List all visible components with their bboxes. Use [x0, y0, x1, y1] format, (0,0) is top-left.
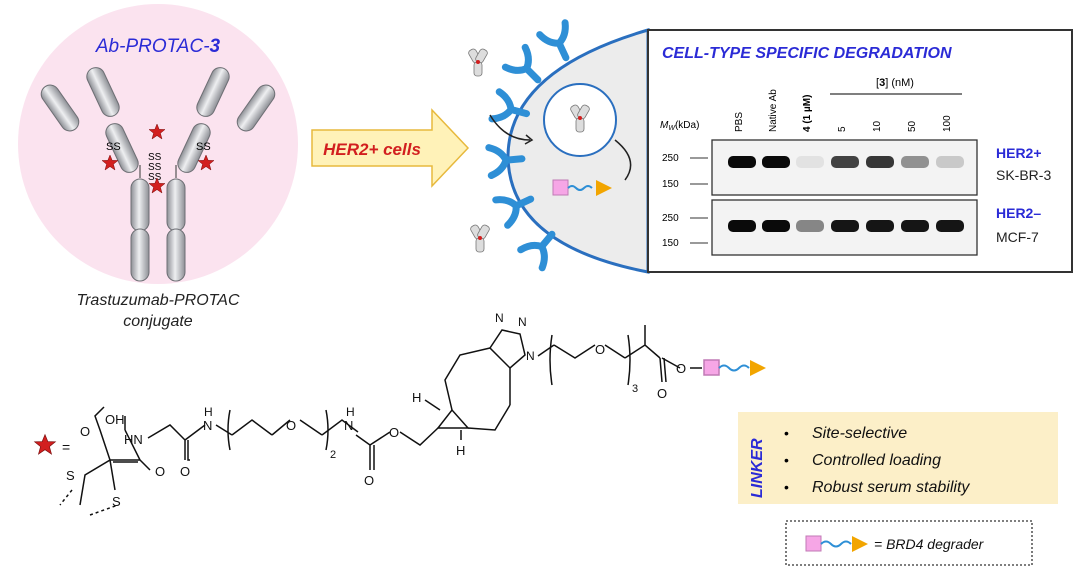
cell-line-skbr3: SK-BR-3: [996, 167, 1051, 183]
her2-receptor-icon: [540, 23, 579, 64]
internalization-arrow: [489, 114, 531, 141]
lane-label: 4 (1 µM): [802, 95, 813, 132]
linker-bullet-site-selective: Site-selective: [812, 425, 907, 442]
linker-bullet-dot: •: [784, 479, 789, 495]
svg-text:H: H: [204, 405, 213, 419]
antibody-conjugate-panel: Ab-PROTAC-3 SS SS SS SS SS: [18, 4, 298, 330]
marker-250: 250: [662, 213, 679, 224]
svg-text:OH: OH: [105, 412, 125, 427]
free-conjugate-icon: [467, 47, 489, 77]
svg-text:O: O: [180, 464, 190, 479]
svg-text:SS: SS: [148, 152, 162, 163]
svg-text:SS: SS: [148, 172, 162, 183]
brd4-legend: = BRD4 degrader: [785, 520, 1033, 566]
concentration-label: [3] (nM): [876, 77, 914, 89]
svg-text:O: O: [676, 361, 686, 376]
lane-label: 10: [872, 120, 883, 132]
blot-band: [796, 220, 824, 232]
marker-250: 250: [662, 153, 679, 164]
svg-text:SS: SS: [196, 141, 211, 153]
svg-text:H: H: [456, 443, 465, 458]
blot-band: [762, 156, 790, 168]
svg-text:N: N: [344, 418, 353, 433]
blot-band: [901, 220, 929, 232]
blot-panel-her2-negative: 250 150 HER2– MCF-7: [662, 199, 1041, 256]
cell-label-her2-positive: HER2+: [996, 145, 1042, 161]
lane-label: PBS: [734, 112, 745, 132]
legend-text: = BRD4 degrader: [874, 536, 985, 552]
released-protac-icon: [552, 179, 612, 196]
linker-chemical-structure: = OH O S S HN O O H N O 2 H N O O H H: [33, 311, 766, 516]
svg-text:O: O: [657, 386, 667, 401]
blot-band: [936, 156, 964, 168]
western-blot-panel: CELL-TYPE SPECIFIC DEGRADATION MW(kDa) […: [647, 29, 1073, 273]
svg-text:N: N: [518, 315, 527, 329]
free-conjugate-icon: [469, 223, 491, 253]
linker-label: LINKER: [749, 438, 766, 498]
cell-label-her2-negative: HER2–: [996, 205, 1041, 221]
svg-text:O: O: [286, 418, 296, 433]
lane-labels: PBS Native Ab 4 (1 µM) 5 10 50 100: [734, 89, 953, 132]
conjugate-caption-line2: conjugate: [123, 313, 192, 330]
blot-band: [901, 156, 929, 168]
lane-label: 50: [907, 120, 918, 132]
svg-text:N: N: [495, 311, 504, 325]
arrow-label: HER2+ cells: [323, 140, 421, 159]
svg-text:3: 3: [632, 383, 638, 395]
star-equals: =: [62, 439, 70, 455]
lane-label: Native Ab: [768, 89, 779, 132]
mw-label: MW(kDa): [660, 120, 699, 132]
svg-text:H: H: [346, 405, 355, 419]
blot-panel-her2-positive: 250 150 HER2+ SK-BR-3: [662, 139, 1051, 196]
arrow-shape: [311, 108, 470, 188]
marker-150: 150: [662, 238, 679, 249]
blot-band: [728, 220, 756, 232]
blot-band: [866, 220, 894, 232]
her2-cells-arrow: HER2+ cells: [311, 108, 470, 188]
linker-bullet-serum-stability: Robust serum stability: [812, 479, 970, 496]
antibody-icon: SS SS SS SS SS: [37, 64, 279, 282]
linker-bullet-dot: •: [784, 452, 789, 468]
protac-star-icon: [33, 433, 57, 456]
lane-label: 5: [837, 126, 848, 132]
cell-line-mcf7: MCF-7: [996, 229, 1039, 245]
blot-band: [936, 220, 964, 232]
conjugate-title: Ab-PROTAC-3: [95, 36, 221, 57]
svg-text:N: N: [203, 418, 212, 433]
linker-properties-box: LINKER • Site-selective • Controlled loa…: [738, 412, 1058, 504]
blot-band: [728, 156, 756, 168]
svg-text:SS: SS: [106, 141, 121, 153]
lane-label: 100: [942, 115, 953, 132]
svg-text:HN: HN: [124, 432, 143, 447]
blot-band: [762, 220, 790, 232]
blot-title: CELL-TYPE SPECIFIC DEGRADATION: [662, 45, 952, 62]
cell-illustration: [467, 23, 650, 274]
svg-text:O: O: [595, 342, 605, 357]
svg-text:N: N: [526, 349, 535, 363]
svg-text:O: O: [80, 424, 90, 439]
svg-text:S: S: [66, 468, 75, 483]
brd4-degrader-icon: [703, 359, 766, 376]
blot-band: [866, 156, 894, 168]
svg-text:O: O: [389, 425, 399, 440]
release-arrow: [614, 139, 632, 181]
blot-band: [831, 220, 859, 232]
svg-text:H: H: [412, 390, 421, 405]
blot-band: [796, 156, 824, 168]
svg-text:S: S: [112, 494, 121, 509]
conjugate-caption-line1: Trastuzumab-PROTAC: [77, 292, 240, 309]
blot-band: [831, 156, 859, 168]
linker-bullet-controlled-loading: Controlled loading: [812, 452, 941, 469]
legend-frame: [785, 520, 1033, 566]
svg-text:O: O: [364, 473, 374, 488]
linker-box-background: [738, 412, 1058, 504]
marker-150: 150: [662, 179, 679, 190]
svg-text:SS: SS: [148, 162, 162, 173]
svg-text:2: 2: [330, 449, 336, 461]
svg-text:O: O: [155, 464, 165, 479]
linker-bullet-dot: •: [784, 425, 789, 441]
